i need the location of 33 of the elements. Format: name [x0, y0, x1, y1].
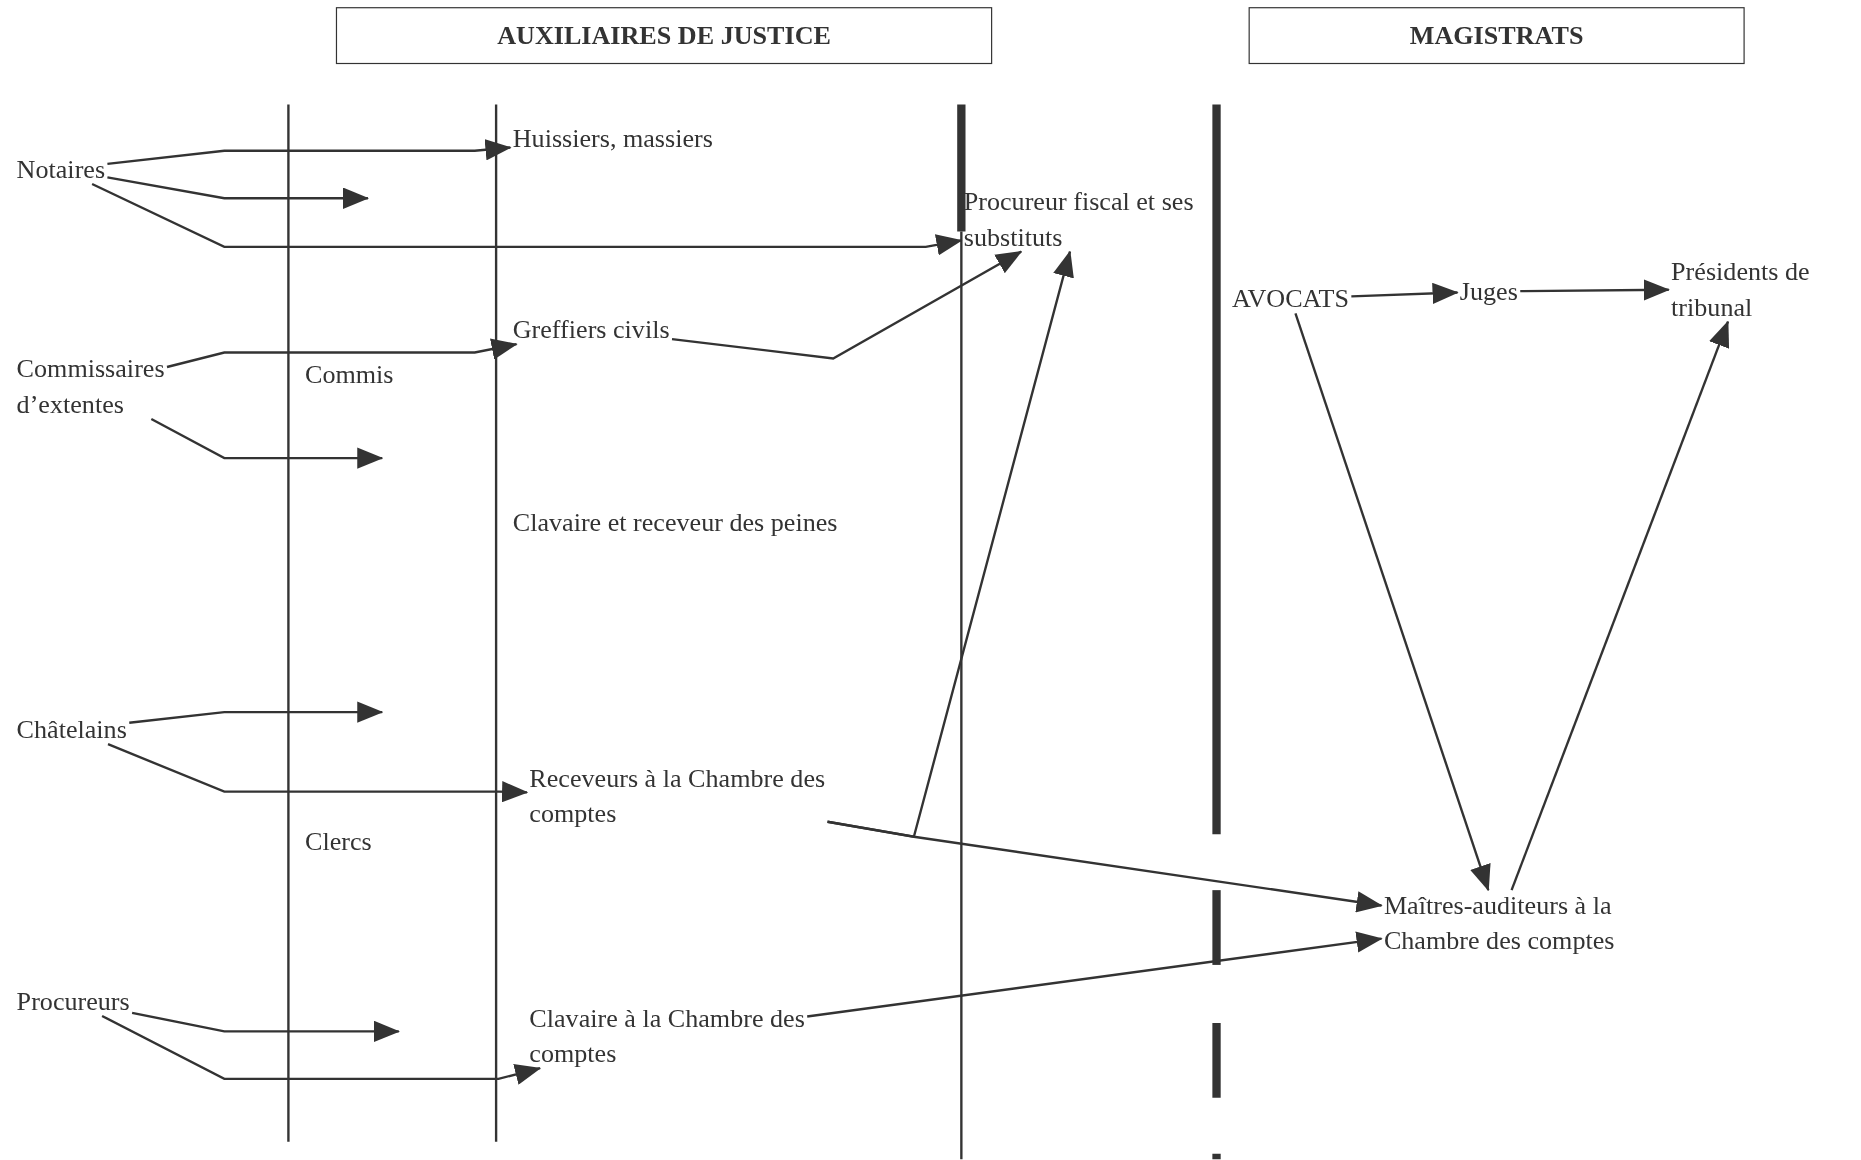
arrow — [671, 250, 1023, 360]
arrow — [827, 820, 1383, 913]
job-label: Juges — [1459, 274, 1577, 310]
job-label: Procureurs — [16, 983, 225, 1020]
job-label: Maîtres-auditeurs à la Chambre des comptes — [1364, 887, 1656, 959]
arrow — [129, 701, 384, 724]
job-label: Procureur fiscal et ses substituts — [963, 183, 1202, 256]
job-label: AVOCATS — [1231, 281, 1363, 317]
arrow — [107, 176, 370, 209]
job-label: Commissaires d’extentes — [16, 351, 225, 423]
job-label: Clercs — [305, 823, 389, 860]
arrow — [131, 1011, 400, 1043]
arrow — [91, 182, 963, 256]
job-label: Huissiers, massiers — [512, 121, 762, 157]
job-label: Receveurs à la Chambre des comptes — [529, 760, 886, 832]
job-label: Greffiers civils — [512, 312, 834, 348]
job-label: Clavaire et receveur des peines — [512, 504, 905, 540]
arrow — [1520, 279, 1670, 301]
job-label: Présidents de tribunal — [1671, 254, 1850, 326]
job-label: Clavaire à la Chambre des comptes — [529, 1000, 898, 1072]
arrow — [807, 931, 1383, 1018]
arrow — [107, 139, 512, 166]
job-label: Châtelains — [16, 712, 225, 748]
arrow — [1294, 312, 1491, 892]
arrow — [1510, 320, 1730, 891]
job-label: Notaires — [16, 151, 225, 188]
arrow — [150, 417, 384, 469]
job-label: Commis — [305, 357, 418, 393]
arrow — [101, 1014, 542, 1085]
arrow — [166, 338, 518, 369]
column-header: AUXILIAIRES DE JUSTICE — [335, 7, 993, 65]
arrow — [107, 743, 529, 803]
arrow — [1351, 282, 1459, 305]
